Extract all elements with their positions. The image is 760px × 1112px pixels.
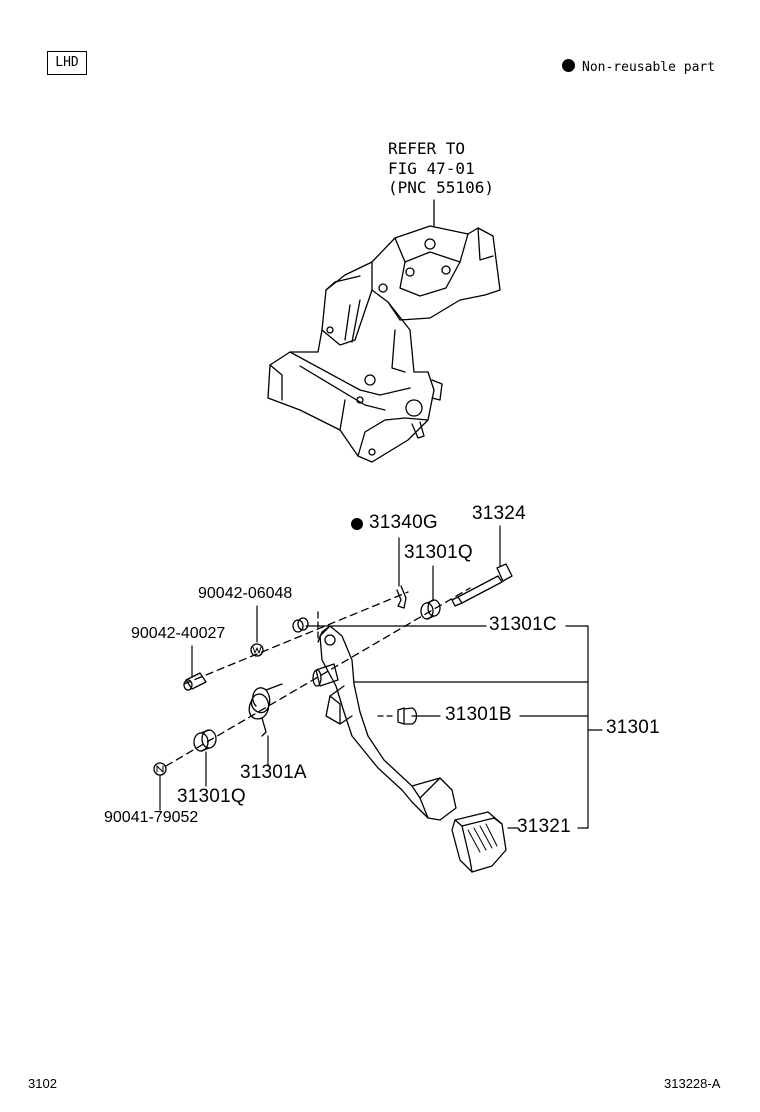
refer-line-2: FIG 47-01 [388,158,475,178]
nut-90041-79052-drawing [153,762,167,776]
bushing-31301q-top-drawing [420,599,441,620]
page-number: 3102 [28,1076,57,1091]
label-31301: 31301 [606,717,660,738]
label-31321: 31321 [517,816,571,837]
label-31301a: 31301A [240,762,307,783]
clip-31340g-drawing [396,585,407,609]
legend-text: Non-reusable part [582,60,716,75]
legend: Non-reusable part [562,59,715,75]
label-90042-40027: 90042-40027 [131,625,226,642]
non-reusable-dot-icon [562,59,575,72]
pedal-pad-31321-drawing [451,811,507,873]
lhd-badge: LHD [47,51,87,75]
label-31301q-top: 31301Q [404,542,473,563]
label-31324: 31324 [472,503,526,524]
washer-90042-06048-drawing [250,643,264,657]
bolt-31324-drawing [451,563,513,607]
figure-code: 313228-A [664,1076,721,1091]
refer-note: REFER TO FIG 47-01 (PNC 55106) [388,139,494,198]
assembly-line-upper [183,591,409,685]
label-90042-06048: 90042-06048 [198,585,293,602]
pedal-arm-31301c-drawing [312,625,457,821]
assembly-line-lower [165,587,471,767]
bolt-90042-40027-drawing [183,672,207,691]
bushing-31301q-bottom-drawing [193,729,217,752]
spring-31301a-drawing [248,683,283,737]
refer-line-3: (PNC 55106) [388,178,494,197]
label-31301c: 31301C [489,614,557,635]
refer-line-1: REFER TO [388,139,466,158]
non-reusable-marker-icon [351,518,363,530]
pedal-top-bushing-drawing [292,617,309,633]
label-31340g: 31340G [369,512,438,533]
label-90041-79052: 90041-79052 [104,809,199,826]
pedal-bracket-drawing [267,225,501,463]
label-31301b: 31301B [445,704,512,725]
label-31301q-bottom: 31301Q [177,786,246,807]
leader-lines [159,525,603,829]
